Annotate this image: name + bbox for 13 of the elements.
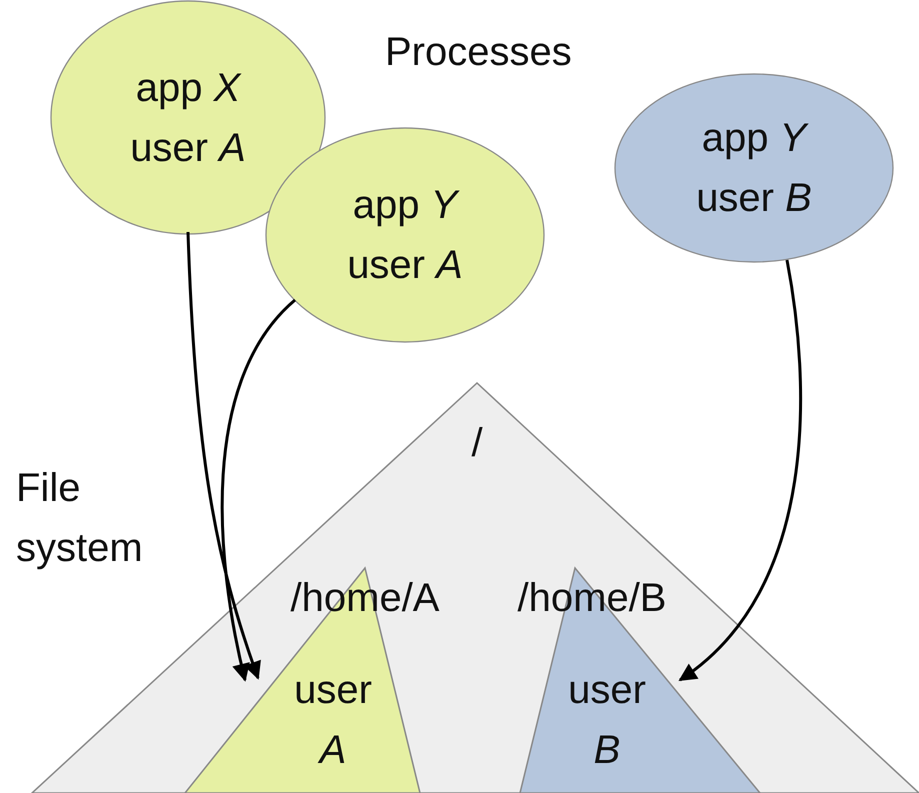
node-label: app X user A bbox=[129, 65, 247, 172]
node-label: app Y user A bbox=[346, 182, 464, 289]
arrow bbox=[220, 298, 296, 682]
node-label: app Y user B bbox=[695, 115, 813, 222]
node-label: user A bbox=[293, 667, 373, 774]
directory-path: /home/B bbox=[518, 575, 666, 622]
node-label: user B bbox=[567, 667, 647, 774]
node-label: / bbox=[470, 420, 484, 467]
arrow bbox=[186, 232, 262, 680]
section-label: Processes bbox=[385, 29, 572, 76]
arrow bbox=[678, 260, 802, 682]
section-label: File system bbox=[16, 465, 144, 572]
directory-path: /home/A bbox=[290, 575, 440, 622]
